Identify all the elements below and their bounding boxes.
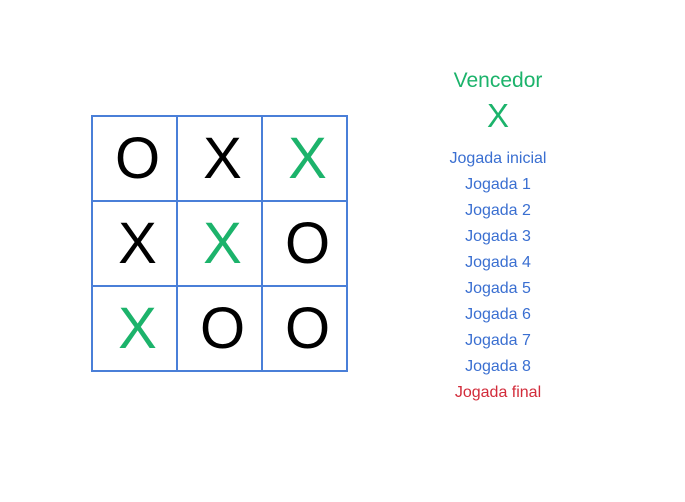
move-history-item-current[interactable]: Jogada final xyxy=(454,384,542,401)
board-cell[interactable]: O xyxy=(178,287,263,372)
cell-mark: X xyxy=(203,210,242,276)
move-history-item[interactable]: Jogada 8 xyxy=(465,358,531,375)
board-cell[interactable]: X xyxy=(93,202,178,287)
game-status-panel: Vencedor X Jogada inicial Jogada 1 Jogad… xyxy=(428,66,568,406)
move-history-item[interactable]: Jogada 4 xyxy=(465,254,531,271)
cell-mark: X xyxy=(288,125,327,191)
board-cell[interactable]: O xyxy=(93,117,178,202)
game-board: O X X X X O X O O xyxy=(91,115,348,372)
cell-mark: O xyxy=(199,295,246,361)
winner-title: Vencedor xyxy=(453,69,543,92)
winner-symbol: X xyxy=(486,97,509,134)
cell-mark: X xyxy=(118,210,157,276)
move-history-list: Jogada inicial Jogada 1 Jogada 2 Jogada … xyxy=(428,146,568,406)
move-history-item[interactable]: Jogada 6 xyxy=(465,306,531,323)
move-history-item[interactable]: Jogada 2 xyxy=(465,202,531,219)
board-cell[interactable]: X xyxy=(178,117,263,202)
board-cell[interactable]: X xyxy=(263,117,348,202)
move-history-item[interactable]: Jogada inicial xyxy=(449,150,547,167)
cell-mark: X xyxy=(203,125,242,191)
move-history-item[interactable]: Jogada 7 xyxy=(465,332,531,349)
cell-mark: O xyxy=(284,295,331,361)
move-history-item[interactable]: Jogada 5 xyxy=(465,280,531,297)
move-history-item[interactable]: Jogada 3 xyxy=(465,228,531,245)
board-cell[interactable]: O xyxy=(263,287,348,372)
board-cell[interactable]: O xyxy=(263,202,348,287)
cell-mark: O xyxy=(114,125,161,191)
board-cell[interactable]: X xyxy=(93,287,178,372)
board-cell[interactable]: X xyxy=(178,202,263,287)
cell-mark: O xyxy=(284,210,331,276)
move-history-item[interactable]: Jogada 1 xyxy=(465,176,531,193)
cell-mark: X xyxy=(118,295,157,361)
